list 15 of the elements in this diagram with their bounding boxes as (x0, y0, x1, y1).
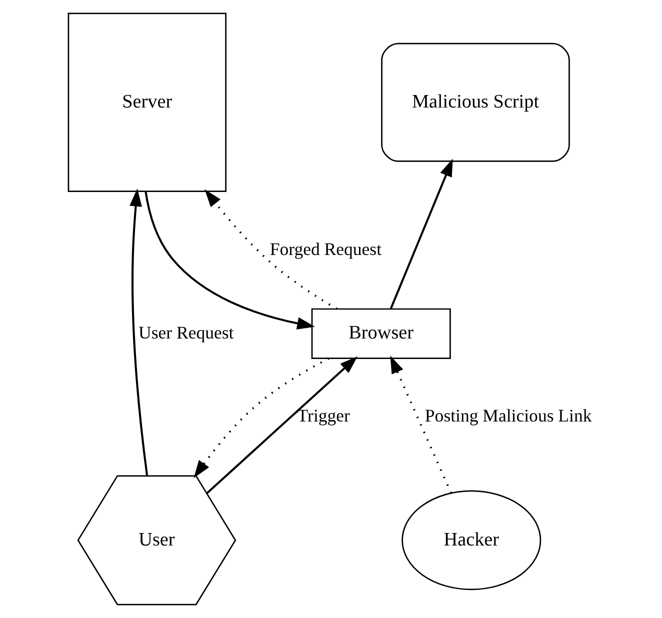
edge-label: User Request (138, 322, 234, 342)
node-box: Malicious Script (380, 42, 570, 162)
arrow (193, 358, 329, 478)
arrow (206, 356, 358, 494)
edge-label: Forged Request (269, 238, 382, 259)
edge-label: Trigger (296, 406, 350, 426)
node-ellipse: Hacker (401, 490, 541, 590)
node-box: Server (67, 12, 226, 192)
arrow (144, 191, 314, 330)
arrow (389, 158, 452, 310)
node-box: Browser (310, 308, 450, 359)
arrow (204, 189, 338, 310)
arrow (129, 188, 148, 476)
arrow (390, 356, 452, 494)
edge-label: Posting Malicious Link (424, 406, 592, 426)
